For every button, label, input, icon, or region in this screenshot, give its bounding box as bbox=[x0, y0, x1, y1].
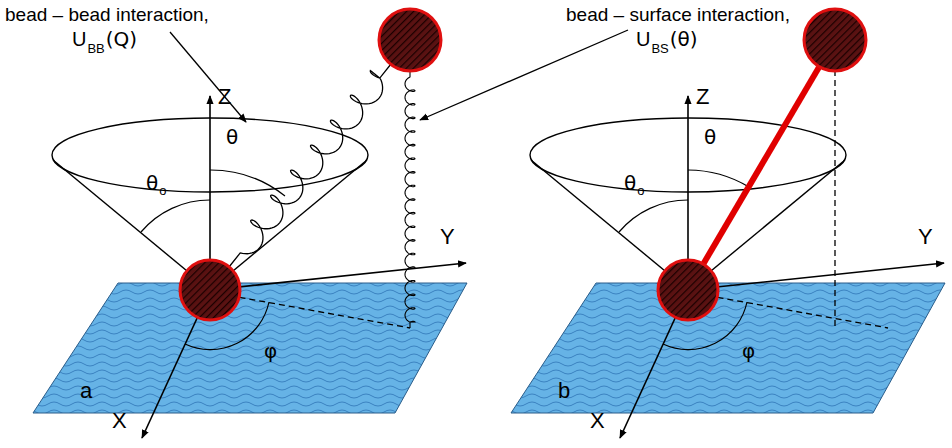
potential-symbol: U bbox=[72, 28, 86, 51]
bead-surface-spring bbox=[405, 71, 415, 328]
angle-label: θ bbox=[624, 172, 636, 195]
axis-label: X bbox=[590, 408, 605, 433]
bead-bead-spring bbox=[229, 64, 391, 267]
subscript: o bbox=[159, 184, 166, 199]
axis-label: Y bbox=[440, 224, 455, 249]
angle-label: φ bbox=[264, 340, 277, 363]
bead bbox=[379, 9, 441, 71]
angle-label: φ bbox=[742, 340, 755, 363]
subscript: BS bbox=[651, 42, 668, 57]
surface-texture bbox=[33, 283, 467, 413]
projection-line bbox=[834, 70, 835, 328]
panel-letter: b bbox=[558, 378, 570, 403]
potential-symbol: U bbox=[636, 28, 650, 51]
springs bbox=[229, 64, 415, 328]
leader-arrow bbox=[420, 30, 628, 120]
bead bbox=[180, 260, 240, 320]
axis-label: Y bbox=[918, 224, 933, 249]
axis-label: Z bbox=[218, 84, 231, 109]
subscript: o bbox=[637, 184, 644, 199]
bead bbox=[658, 260, 718, 320]
leader-arrow bbox=[170, 32, 246, 122]
potential-argument: (θ) bbox=[670, 28, 698, 51]
rigid-rod bbox=[688, 40, 835, 290]
angle-label: θ bbox=[704, 126, 716, 149]
theta0-arc bbox=[141, 200, 210, 232]
surface-plane bbox=[33, 283, 467, 413]
annotation-text: bead – bead interaction, bbox=[5, 4, 209, 26]
theta-arc bbox=[210, 170, 285, 196]
panel-frame-copy bbox=[511, 96, 945, 438]
panel-letter: a bbox=[80, 378, 92, 403]
axis-label: X bbox=[112, 408, 127, 433]
bead bbox=[804, 9, 866, 71]
axis-label: Z bbox=[696, 84, 709, 109]
y-axis bbox=[210, 263, 466, 290]
panel-frame bbox=[33, 96, 467, 438]
angle-label: θ bbox=[226, 126, 238, 149]
subscript: BB bbox=[87, 42, 104, 57]
potential-argument: (Q) bbox=[106, 28, 137, 51]
theta-arc bbox=[688, 170, 749, 187]
angle-label: θ bbox=[146, 172, 158, 195]
annotation-text: bead – surface interaction, bbox=[566, 4, 790, 26]
